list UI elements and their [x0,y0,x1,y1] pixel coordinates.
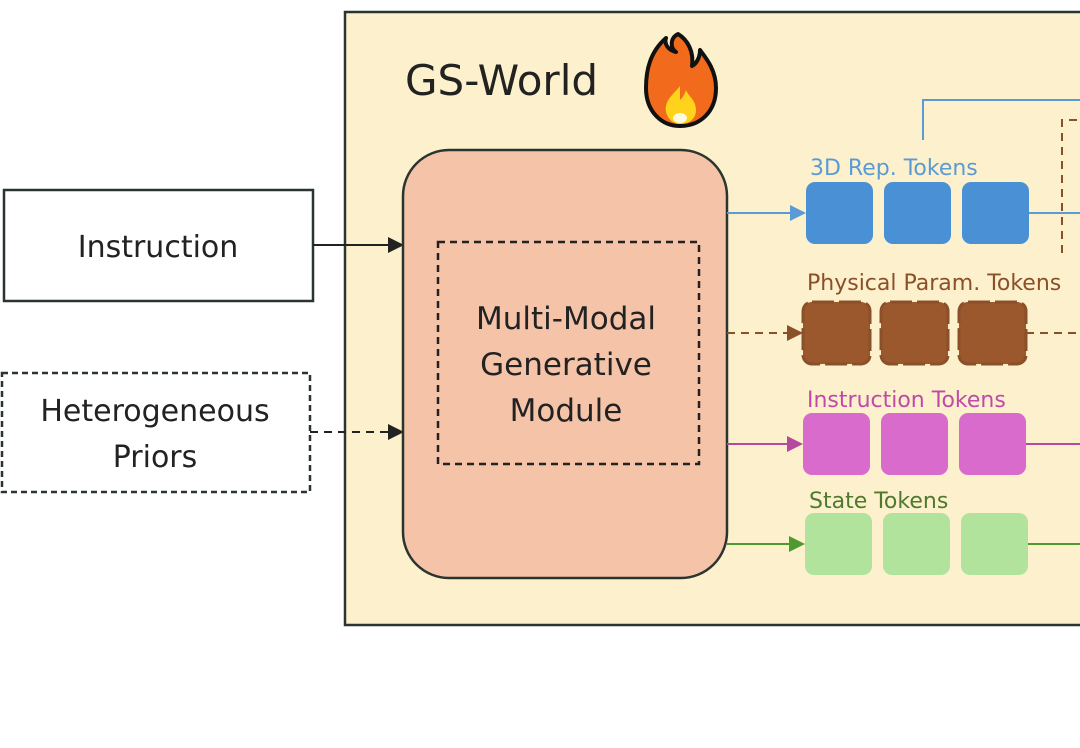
3d-rep-tokens-label: 3D Rep. Tokens [810,156,978,181]
instruction-token [803,413,870,475]
state-tokens-label: State Tokens [809,489,948,514]
physical-param-token [957,300,1028,366]
3d-rep-token [884,182,951,244]
generative-module-inner [436,240,701,466]
heterogeneous-priors-box [0,371,312,494]
instruction-label: Instruction [78,230,239,265]
physical-feedback-line [1061,119,1080,253]
3d-rep-token [806,182,873,244]
module-label-line3: Module [510,393,623,429]
module-label-line2: Generative [480,347,652,383]
instruction-tokens-label: Instruction Tokens [807,388,1006,413]
state-token [961,513,1028,575]
physical-param-token [801,300,872,366]
priors-label-line2: Priors [113,440,198,475]
instruction-token [881,413,948,475]
3d-rep-token [962,182,1029,244]
physical-param-token [879,300,950,366]
module-label-line1: Multi-Modal [476,301,656,337]
fire-icon [644,32,718,128]
state-token [805,513,872,575]
physical-param-tokens-label: Physical Param. Tokens [807,271,1061,296]
instruction-token [959,413,1026,475]
3d-rep-feedback-line [922,99,1080,140]
generative-module [401,148,729,580]
priors-label-line1: Heterogeneous [40,394,269,429]
state-token [883,513,950,575]
instruction-box [2,188,315,303]
panel-title: GS-World [405,56,598,105]
